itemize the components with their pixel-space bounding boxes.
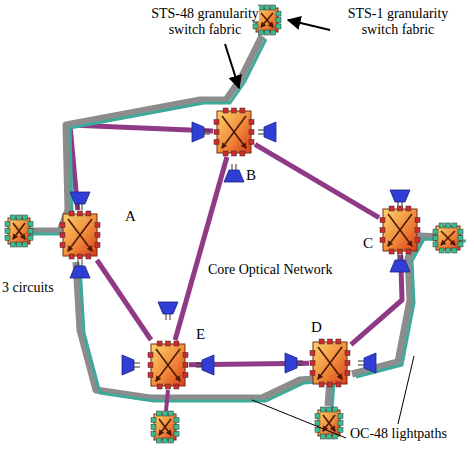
mux — [192, 122, 210, 142]
switch-fabric: D — [309, 338, 351, 388]
node-label-slot: A — [125, 208, 136, 225]
fiber-link — [70, 125, 213, 210]
sts1-switch — [315, 407, 343, 439]
leader-line — [252, 400, 346, 438]
sts1-switch — [433, 223, 463, 253]
fiber-link — [97, 260, 151, 340]
label-slot: STS-48 granularity switch fabric — [140, 6, 270, 38]
node-label: A — [125, 208, 136, 224]
lightpath-gray — [8, 36, 262, 231]
fiber-link — [255, 144, 379, 217]
annotation-text: Core Optical Network — [208, 262, 332, 277]
annotation-text: STS-48 granularity switch fabric — [151, 6, 259, 37]
switch-symbol — [379, 205, 421, 255]
callout-arrow — [288, 20, 330, 30]
switch-symbol — [147, 340, 189, 390]
node-label-slot: D — [311, 319, 322, 336]
annotation-text: OC-48 lightpaths — [350, 426, 447, 441]
mux — [70, 122, 410, 375]
mux — [390, 254, 410, 272]
label-slot: OC-48 lightpaths — [350, 426, 447, 442]
mux — [158, 302, 178, 320]
annotation-text: STS-1 granularity switch fabric — [348, 6, 449, 37]
mux — [70, 192, 90, 210]
switch-fabric: E — [147, 340, 189, 390]
mux — [358, 353, 376, 373]
node-label-slot: E — [196, 326, 205, 343]
switch-fabric: B — [213, 107, 255, 157]
mux — [224, 164, 244, 182]
lightpath-gray — [352, 236, 462, 374]
label-slot: STS-1 granularity switch fabric — [334, 6, 462, 38]
node-label: D — [311, 319, 322, 335]
access-link — [166, 390, 168, 411]
node-label: C — [363, 235, 373, 251]
label-slot: Core Optical Network — [208, 262, 332, 278]
mux — [196, 355, 214, 375]
lightpath-gray — [76, 262, 330, 406]
mux — [390, 190, 410, 208]
fiber-link — [175, 157, 227, 340]
mux — [122, 355, 140, 375]
lightpath-teal — [12, 39, 266, 234]
switch-symbol — [59, 210, 101, 260]
switch-fabric: A — [59, 210, 101, 260]
switch-symbol — [213, 107, 255, 157]
mux — [258, 122, 276, 142]
switch-fabric: C — [379, 205, 421, 255]
callout-arrow — [225, 44, 239, 88]
node-label: B — [246, 167, 256, 183]
sts1-switch — [5, 5, 463, 443]
mux — [285, 353, 303, 373]
lightpath-teal — [80, 265, 334, 409]
lightpath-teal — [356, 239, 466, 377]
node-label-slot: B — [246, 167, 256, 184]
label-slot: 3 circuits — [2, 280, 54, 296]
switch-symbol — [309, 338, 351, 388]
node-label-slot: C — [363, 235, 373, 252]
sts1-switch — [5, 215, 33, 247]
lightpath — [8, 36, 466, 409]
sts1-switch — [151, 411, 179, 443]
mux — [70, 260, 90, 278]
annotation-text: 3 circuits — [2, 280, 54, 295]
leader-line — [398, 356, 414, 424]
node-label: E — [196, 326, 205, 342]
